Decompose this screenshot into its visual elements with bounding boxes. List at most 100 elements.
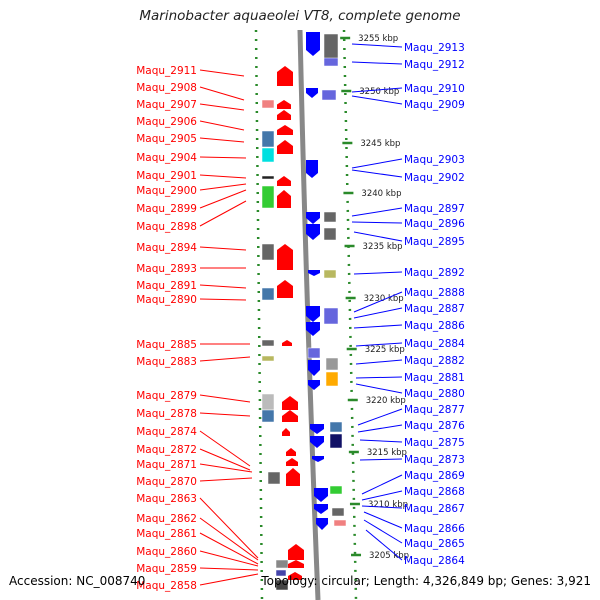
- forward-gene-label: Maqu_2863: [136, 493, 197, 505]
- forward-gene-leader-line: [199, 550, 259, 567]
- reverse-gene-label: Maqu_2903: [404, 154, 465, 166]
- reverse-gene-label: Maqu_2875: [404, 437, 465, 449]
- reverse-gene-leader-line: [353, 291, 403, 313]
- reverse-gene-feature: [307, 347, 321, 359]
- forward-gene-feature: [275, 579, 289, 591]
- scale-tick-label: 3220 kbp: [366, 396, 406, 406]
- forward-gene-arrow: [282, 340, 292, 346]
- forward-gene-label: Maqu_2859: [136, 563, 197, 575]
- forward-gene-leader-line: [199, 298, 247, 301]
- forward-gene-leader-line: [199, 183, 247, 191]
- reverse-gene-feature: [329, 433, 343, 449]
- forward-gene-label: Maqu_2862: [136, 513, 197, 525]
- forward-gene-feature: [261, 355, 275, 362]
- reverse-gene-leader-line: [357, 408, 403, 426]
- scale-tick-label: 3245 kbp: [360, 139, 400, 149]
- forward-gene-arrow: [288, 560, 304, 568]
- reverse-gene-label: Maqu_2877: [404, 404, 465, 416]
- reverse-gene-arrow: [312, 456, 324, 462]
- reverse-gene-label: Maqu_2913: [404, 42, 465, 54]
- forward-gene-feature: [275, 559, 289, 569]
- forward-gene-feature: [261, 99, 275, 109]
- forward-gene-arrow: [277, 66, 293, 86]
- forward-gene-arrow: [282, 396, 298, 410]
- forward-gene-arrow: [282, 428, 290, 436]
- reverse-gene-label: Maqu_2876: [404, 420, 465, 432]
- reverse-gene-arrow: [306, 322, 320, 336]
- reverse-gene-label: Maqu_2887: [404, 303, 465, 315]
- reverse-gene-feature: [325, 357, 339, 371]
- reverse-gene-feature: [325, 371, 339, 387]
- forward-gene-label: Maqu_2872: [136, 444, 197, 456]
- forward-gene-label: Maqu_2871: [136, 459, 197, 471]
- forward-gene-label: Maqu_2891: [136, 280, 197, 292]
- reverse-strand-genes: Maqu_2913Maqu_2912Maqu_2910Maqu_2909Maqu…: [306, 32, 465, 567]
- reverse-gene-arrow: [306, 306, 320, 322]
- forward-gene-feature: [261, 393, 275, 411]
- reverse-gene-leader-line: [363, 511, 403, 529]
- reverse-gene-arrow: [310, 436, 324, 448]
- reverse-gene-feature: [323, 269, 337, 279]
- forward-gene-arrow: [277, 190, 291, 208]
- forward-gene-feature: [261, 175, 275, 180]
- scale-tick-label: 3225 kbp: [365, 345, 405, 355]
- forward-gene-label: Maqu_2860: [136, 546, 197, 558]
- reverse-gene-feature: [323, 227, 337, 241]
- forward-gene-arrow: [277, 100, 291, 109]
- forward-gene-leader-line: [199, 246, 247, 251]
- reverse-gene-leader-line: [351, 87, 403, 93]
- forward-gene-label: Maqu_2893: [136, 263, 197, 275]
- reverse-gene-leader-line: [361, 474, 403, 495]
- reverse-gene-leader-line: [355, 383, 403, 394]
- reverse-gene-feature: [323, 57, 339, 67]
- forward-gene-arrow: [277, 110, 291, 120]
- forward-gene-leader-line: [199, 573, 259, 586]
- forward-gene-arrow: [286, 468, 300, 486]
- reverse-gene-label: Maqu_2888: [404, 287, 465, 299]
- forward-gene-arrow: [288, 544, 304, 560]
- reverse-gene-leader-line: [355, 359, 403, 365]
- reverse-gene-label: Maqu_2892: [404, 267, 465, 279]
- forward-gene-leader-line: [199, 200, 247, 227]
- reverse-gene-label: Maqu_2873: [404, 454, 465, 466]
- forward-gene-label: Maqu_2899: [136, 203, 197, 215]
- reverse-gene-leader-line: [353, 307, 403, 319]
- forward-gene-leader-line: [199, 156, 247, 159]
- reverse-gene-leader-line: [353, 271, 403, 275]
- reverse-gene-label: Maqu_2912: [404, 59, 465, 71]
- reverse-gene-feature: [331, 507, 345, 517]
- scale-tick-label: 3235 kbp: [363, 242, 403, 252]
- forward-gene-leader-line: [199, 69, 245, 77]
- forward-gene-leader-line: [199, 497, 259, 559]
- forward-gene-label: Maqu_2894: [136, 242, 197, 254]
- reverse-gene-leader-line: [351, 221, 403, 224]
- reverse-gene-label: Maqu_2895: [404, 236, 465, 248]
- reverse-gene-leader-line: [351, 158, 403, 169]
- reverse-gene-leader-line: [363, 519, 403, 544]
- forward-gene-arrow: [282, 410, 298, 422]
- forward-gene-label: Maqu_2898: [136, 221, 197, 233]
- forward-gene-leader-line: [199, 284, 247, 289]
- forward-gene-leader-line: [199, 532, 259, 565]
- forward-gene-label: Maqu_2907: [136, 99, 197, 111]
- reverse-gene-arrow: [308, 270, 320, 276]
- accession-label: Accession: NC_008740: [9, 574, 146, 588]
- reverse-gene-leader-line: [359, 439, 403, 443]
- reverse-gene-leader-line: [353, 231, 403, 242]
- reverse-gene-label: Maqu_2884: [404, 338, 465, 350]
- reverse-gene-arrow: [314, 488, 328, 502]
- reverse-gene-arrow: [306, 212, 320, 224]
- forward-gene-label: Maqu_2911: [136, 65, 197, 77]
- forward-gene-leader-line: [199, 103, 245, 111]
- forward-gene-feature: [261, 339, 275, 347]
- forward-gene-leader-line: [199, 517, 259, 561]
- outer-guide-line: [342, 29, 358, 600]
- forward-gene-leader-line: [199, 448, 251, 471]
- reverse-gene-label: Maqu_2866: [404, 523, 465, 535]
- genome-summary: Topology: circular; Length: 4,326,849 bp…: [261, 574, 591, 588]
- reverse-gene-feature: [329, 485, 343, 495]
- reverse-gene-arrow: [308, 360, 320, 376]
